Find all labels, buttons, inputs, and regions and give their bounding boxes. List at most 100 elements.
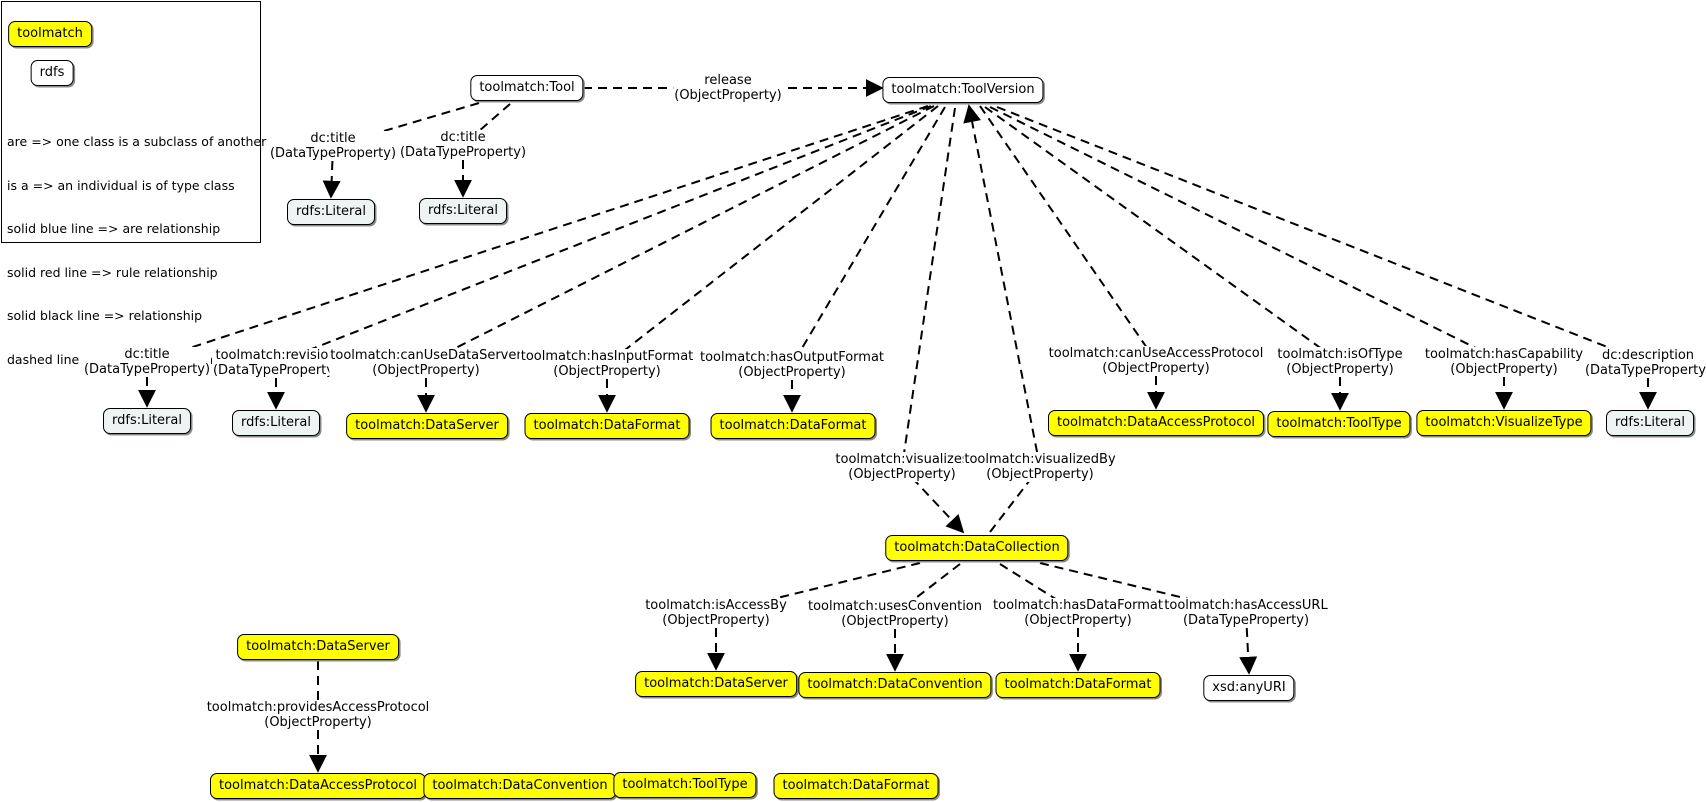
- node-dap1: toolmatch:DataAccessProtocol: [1047, 410, 1265, 436]
- edge-property-name: toolmatch:hasAccessURL: [1164, 598, 1328, 613]
- edge-property-type: (ObjectProperty): [848, 467, 956, 482]
- edge-toolversion-df1-segment-a: [606, 105, 939, 365]
- edge-property-type: (ObjectProperty): [553, 364, 661, 379]
- edge-property-name: toolmatch:canUseDataServer: [330, 348, 522, 363]
- node-df2: toolmatch:DataFormat: [710, 413, 876, 439]
- edge-property-type: (ObjectProperty): [662, 613, 770, 628]
- edge-label: toolmatch:isOfType(ObjectProperty): [1276, 347, 1404, 377]
- edge-label: dc:title(DataTypeProperty): [398, 130, 528, 160]
- edge-property-name: toolmatch:hasDataFormat: [993, 598, 1163, 613]
- edge-property-type: (DataTypeProperty): [212, 363, 340, 378]
- node-lit_v1: rdfs:Literal: [103, 408, 191, 434]
- legend-line: is a => an individual is of type class: [7, 177, 235, 193]
- edge-property-type: (ObjectProperty): [372, 363, 480, 378]
- node-lit_t2: rdfs:Literal: [419, 198, 507, 224]
- edge-toolversion-lit_v2-segment-a: [275, 105, 932, 364]
- node-ds3: toolmatch:DataServer: [237, 634, 399, 660]
- edge-label: toolmatch:usesConvention(ObjectProperty): [807, 599, 983, 629]
- edge-toolversion-lit_v1-segment-a: [146, 105, 929, 363]
- node-ds2: toolmatch:DataServer: [635, 671, 797, 697]
- edge-property-type: (ObjectProperty): [674, 88, 782, 103]
- edge-dc-uri-segment-a: [1039, 562, 1247, 614]
- edge-dc-toolversion-segment-b: [963, 104, 1041, 468]
- node-toolversion: toolmatch:ToolVersion: [882, 77, 1044, 103]
- node-df3: toolmatch:DataFormat: [995, 672, 1161, 698]
- legend-box: toolmatch rdfs are => one class is a sub…: [1, 1, 266, 366]
- edge-property-name: toolmatch:hasOutputFormat: [699, 350, 885, 365]
- edge-property-name: toolmatch:canUseAccessProtocol: [1048, 346, 1264, 361]
- legend-line: solid blue line => are relationship: [7, 221, 221, 236]
- edge-property-type: (ObjectProperty): [1024, 613, 1132, 628]
- edge-property-type: (ObjectProperty): [1102, 361, 1210, 376]
- legend-text: are => one class is a subclass of anothe…: [7, 106, 266, 396]
- edge-label: toolmatch:isAccessBy(ObjectProperty): [644, 598, 788, 628]
- edge-toolversion-df2-segment-a: [791, 106, 946, 366]
- edge-property-name: toolmatch:usesConvention: [808, 599, 982, 614]
- edge-toolversion-dc-segment-a: [901, 107, 956, 468]
- edge-label: toolmatch:hasInputFormat(ObjectProperty): [519, 349, 695, 379]
- edge-label: dc:title(DataTypeProperty): [268, 131, 398, 161]
- edge-toolversion-ds1-segment-a: [425, 105, 935, 364]
- edge-label: toolmatch:canUseDataServer(ObjectPropert…: [329, 348, 523, 378]
- edge-property-type: (ObjectProperty): [986, 467, 1094, 482]
- edge-property-name: toolmatch:hasInputFormat: [520, 349, 694, 364]
- edge-label: release(ObjectProperty): [673, 73, 783, 103]
- edge-dc-uri-segment-b: [1239, 612, 1258, 675]
- edge-property-type: (ObjectProperty): [264, 715, 372, 730]
- node-df1: toolmatch:DataFormat: [524, 413, 690, 439]
- edge-label: toolmatch:canUseAccessProtocol(ObjectPro…: [1047, 346, 1265, 376]
- node-dconv1: toolmatch:DataConvention: [798, 672, 992, 698]
- node-dconv2: toolmatch:DataConvention: [423, 773, 617, 799]
- edge-label: toolmatch:revision(DataTypeProperty): [211, 348, 341, 378]
- legend-line: solid black line => relationship: [7, 308, 203, 323]
- edge-property-type: (DataTypeProperty): [83, 362, 211, 377]
- edge-property-type: (DataTypeProperty): [399, 145, 527, 160]
- edge-property-type: (ObjectProperty): [738, 365, 846, 380]
- edge-property-name: toolmatch:isAccessBy: [645, 598, 787, 613]
- edge-property-name: dc:title: [310, 131, 356, 146]
- edge-toolversion-tt1-segment-a: [984, 106, 1341, 363]
- edge-toolversion-dap1-segment-a: [979, 105, 1157, 362]
- edge-label: toolmatch:hasAccessURL(DataTypeProperty): [1163, 598, 1329, 628]
- edge-property-name: dc:title: [440, 130, 486, 145]
- edge-label: toolmatch:visualizedBy(ObjectProperty): [963, 452, 1117, 482]
- edge-property-name: toolmatch:isOfType: [1277, 347, 1403, 362]
- edge-property-type: (DataTypeProperty): [1584, 363, 1706, 378]
- edge-property-type: (ObjectProperty): [841, 614, 949, 629]
- edge-property-name: dc:title: [124, 347, 170, 362]
- node-tool: toolmatch:Tool: [470, 75, 584, 101]
- legend-line: solid red line => rule relationship: [7, 264, 218, 280]
- edge-property-name: release: [704, 73, 752, 88]
- node-lit_v3: rdfs:Literal: [1606, 410, 1694, 436]
- legend-line: are => one class is a subclass of anothe…: [7, 134, 267, 149]
- edge-dc-ds2-segment-a: [715, 562, 921, 614]
- node-uri: xsd:anyURI: [1203, 675, 1295, 701]
- node-lit_v2: rdfs:Literal: [232, 410, 320, 436]
- node-ds1: toolmatch:DataServer: [346, 413, 508, 439]
- edge-property-name: toolmatch:hasCapability: [1424, 347, 1584, 362]
- edge-property-name: toolmatch:revision: [215, 348, 337, 363]
- node-tt1: toolmatch:ToolType: [1267, 411, 1411, 437]
- edge-property-type: (ObjectProperty): [1286, 362, 1394, 377]
- node-tt2: toolmatch:ToolType: [613, 772, 757, 798]
- edge-property-type: (DataTypeProperty): [269, 146, 397, 161]
- edge-toolversion-lit_v3-segment-a: [996, 106, 1649, 364]
- edge-property-type: (DataTypeProperty): [1182, 613, 1310, 628]
- node-df4: toolmatch:DataFormat: [773, 773, 939, 799]
- node-lit_t1: rdfs:Literal: [287, 199, 375, 225]
- edge-property-name: toolmatch:visualizedBy: [964, 452, 1116, 467]
- edge-property-type: (ObjectProperty): [1450, 362, 1558, 377]
- node-dc: toolmatch:DataCollection: [885, 535, 1069, 561]
- node-vt: toolmatch:VisualizeType: [1416, 410, 1592, 436]
- edge-label: toolmatch:hasOutputFormat(ObjectProperty…: [698, 350, 886, 380]
- edge-property-name: toolmatch:visualizes: [835, 452, 969, 467]
- edge-label: toolmatch:hasDataFormat(ObjectProperty): [992, 598, 1164, 628]
- edge-property-name: dc:description: [1601, 348, 1695, 363]
- edge-label: dc:description(DataTypeProperty): [1583, 348, 1706, 378]
- edge-label: toolmatch:providesAccessProtocol(ObjectP…: [205, 700, 431, 730]
- legend-toolmatch-chip: toolmatch: [8, 21, 92, 47]
- legend-rdfs-chip: rdfs: [30, 60, 74, 86]
- edge-property-name: toolmatch:providesAccessProtocol: [206, 700, 430, 715]
- edge-label: toolmatch:hasCapability(ObjectProperty): [1423, 347, 1585, 377]
- edge-label: toolmatch:visualizes(ObjectProperty): [834, 452, 970, 482]
